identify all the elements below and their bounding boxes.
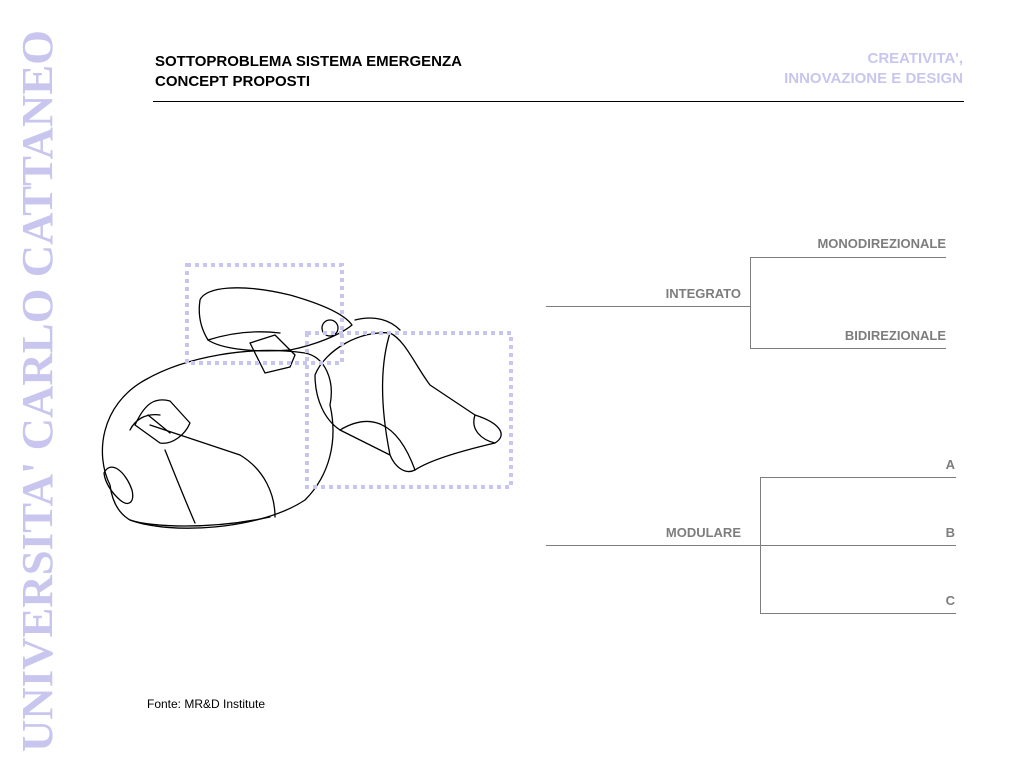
page-title: SOTTOPROBLEMA SISTEMA EMERGENZA CONCEPT … (155, 52, 462, 92)
header-divider (153, 101, 964, 102)
tree-label-bidirezionale: BIDIREZIONALE (844, 328, 946, 343)
device-drawing (90, 255, 530, 545)
tree-label-integrato: INTEGRATO (665, 286, 741, 301)
tree-label-c: C (945, 593, 955, 608)
university-brand: UNIVERSITA' CARLO CATTANEO (10, 30, 62, 760)
university-brand-text: UNIVERSITA' CARLO CATTANEO (13, 30, 60, 752)
tree-label-monodirezionale: MONODIREZIONALE (817, 236, 946, 251)
highlight-box-top (185, 263, 344, 365)
source-note: Fonte: MR&D Institute (147, 697, 266, 711)
page-title-line2: CONCEPT PROPOSTI (155, 73, 311, 90)
course-title-line1: CREATIVITA', (867, 50, 963, 67)
course-title-line2: INNOVAZIONE E DESIGN (784, 70, 963, 87)
device-body (101, 349, 334, 529)
course-title: CREATIVITA', INNOVAZIONE E DESIGN (784, 49, 963, 89)
tree-label-a: A (945, 457, 955, 472)
tree-label-modulare: MODULARE (665, 525, 741, 540)
tree-label-b: B (945, 525, 955, 540)
page-title-line1: SOTTOPROBLEMA SISTEMA EMERGENZA (155, 53, 462, 70)
highlight-box-side (305, 331, 513, 489)
